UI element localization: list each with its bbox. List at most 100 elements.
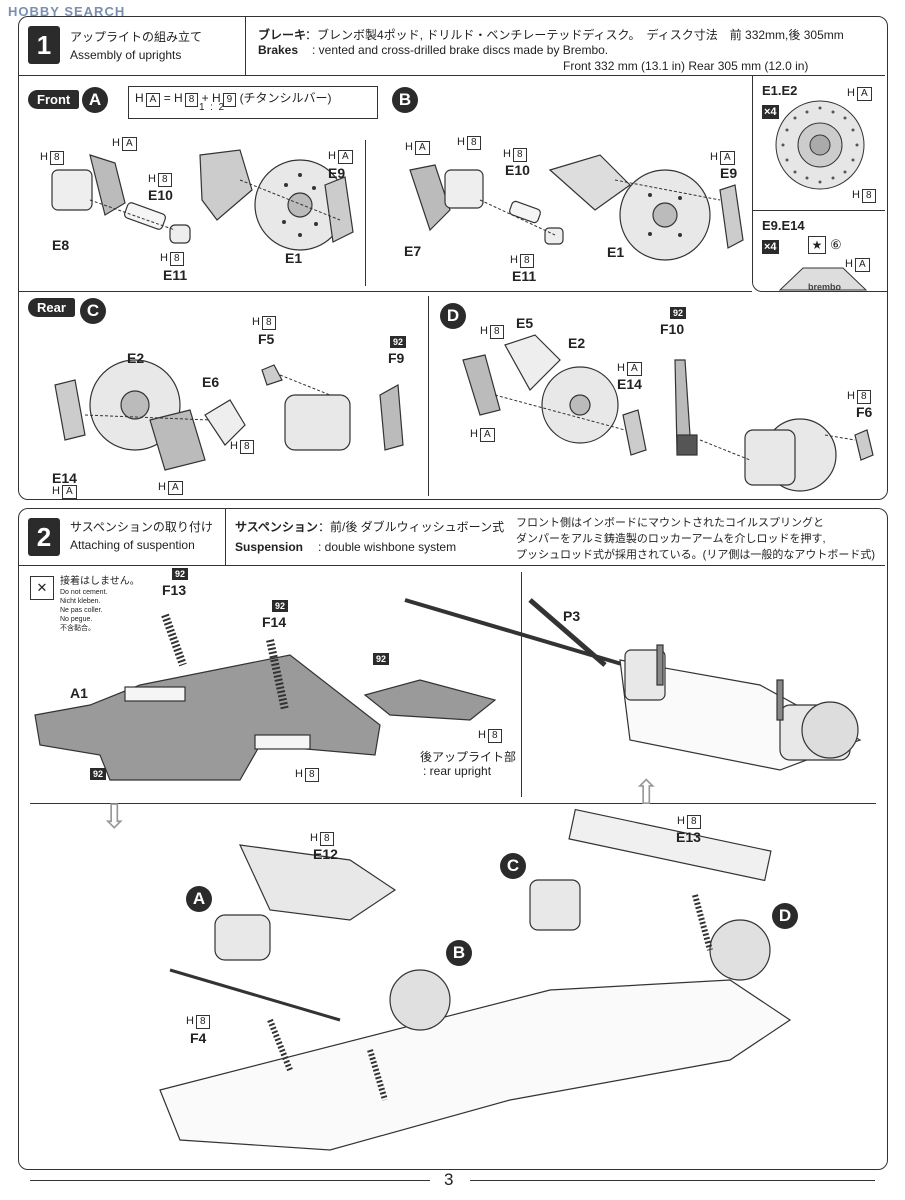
no-cement-zh: 不含黏合。 — [60, 625, 95, 632]
front-tag: Front — [28, 90, 80, 109]
part-f4: F4 — [190, 1030, 207, 1046]
no-cement-notice: 接着はしません。 Do not cement. Nicht kleben. Ne… — [60, 576, 140, 633]
part-e14: E14 — [52, 470, 77, 486]
rear-upright-label-jp: 後アップライト部 — [420, 750, 517, 764]
step2-title-en: Attaching of suspention — [70, 538, 195, 552]
susp-label-en: Suspension — [235, 540, 304, 554]
part-f6: F6 — [856, 404, 873, 420]
no-cement-icon: ✕ — [30, 576, 54, 600]
inset1-title: E1.E2 — [762, 83, 798, 98]
step1-title-jp: アップライトの組み立て — [70, 30, 203, 44]
part-e10: E10 — [505, 162, 530, 178]
arrow-up-icon: ⇧ — [632, 774, 661, 812]
susp-note-3: プッシュロッド式が採用されている。(リア側は一般的なアウトボード式) — [516, 549, 875, 561]
step1-divider-mid — [19, 291, 752, 292]
part-f14: F14 — [262, 614, 287, 630]
inset2-title: E9.E14 — [762, 218, 805, 233]
no-cement-de: Nicht kleben. — [60, 598, 101, 605]
caliper-icon — [778, 267, 868, 291]
part-e2: E2 — [568, 335, 586, 351]
step1-header-divider-h — [19, 75, 885, 76]
part-e9: E9 — [720, 165, 738, 181]
step2-header-divider-v — [225, 509, 226, 565]
part-f9: F9 — [388, 350, 405, 366]
step1-divider-ab — [365, 140, 366, 286]
step1-divider-cd — [428, 296, 429, 496]
step2-header-divider-h — [19, 565, 885, 566]
drawing-c — [54, 359, 404, 471]
part-e7: E7 — [404, 243, 422, 259]
rear-tag: Rear — [28, 298, 75, 317]
page-number-line-left — [30, 1180, 430, 1181]
no-cement-es: No pegue. — [60, 616, 93, 623]
step1-header-divider-v — [245, 17, 246, 75]
step1-number: 1 — [28, 26, 60, 64]
step2-divider-v — [521, 572, 522, 797]
brakes-label-jp: ブレーキ — [258, 28, 307, 42]
part-p3: P3 — [563, 608, 581, 624]
decal-number: ⑥ — [830, 237, 842, 252]
susp-note-1: フロント側はインボードにマウントされたコイルスプリングと — [516, 517, 824, 529]
part-e5: E5 — [516, 315, 534, 331]
part-e6: E6 — [202, 374, 220, 390]
part-f13: F13 — [162, 582, 187, 598]
no-cement-en: Do not cement. — [60, 589, 108, 596]
brakes-text-jp: ：ブレンボ製4ポッド, ドリルド・ベンチレーテッドディスク。 ディスク寸法 前 … — [305, 28, 844, 42]
page-number: 3 — [444, 1170, 454, 1189]
part-e10: E10 — [148, 187, 173, 203]
label-c: C — [80, 298, 106, 324]
part-f5: F5 — [258, 331, 275, 347]
code-92: 92 — [670, 307, 687, 319]
step2-divider-h — [30, 803, 876, 804]
label-b: B — [392, 87, 418, 113]
step1-title-en: Assembly of uprights — [70, 48, 182, 62]
drawing-top-right-assembly — [528, 598, 862, 771]
watermark: HOBBY SEARCH — [8, 4, 126, 19]
inset-divider — [753, 210, 885, 211]
label-a-step2: A — [186, 886, 212, 912]
part-e13: E13 — [676, 829, 701, 845]
label-d: D — [440, 303, 466, 329]
part-f10: F10 — [660, 321, 685, 337]
no-cement-fr: Ne pas coller. — [60, 607, 103, 614]
disc-sizes-en: Front 332 mm (13.1 in) Rear 305 mm (12.0… — [563, 59, 809, 73]
susp-label-jp: サスペンション — [235, 520, 318, 534]
star-decal-icon: ★ — [808, 236, 826, 254]
brakes-label-en: Brakes — [258, 43, 299, 57]
inset-panel — [752, 76, 887, 292]
brembo-logo: brembo — [808, 282, 842, 292]
code-92: 92 — [172, 568, 189, 580]
part-e12: E12 — [313, 846, 338, 862]
step2-title-jp: サスペンションの取り付け — [70, 520, 213, 534]
code-92: 92 — [272, 600, 289, 612]
label-b-step2: B — [446, 940, 472, 966]
part-e11: E11 — [163, 267, 188, 283]
drawing-bottom-assembly — [159, 808, 792, 1151]
code-92: 92 — [90, 768, 107, 780]
no-cement-jp: 接着はしません。 — [60, 576, 140, 587]
code-92: 92 — [373, 653, 390, 665]
drawing-b — [409, 154, 744, 261]
code-92: 92 — [390, 336, 407, 348]
